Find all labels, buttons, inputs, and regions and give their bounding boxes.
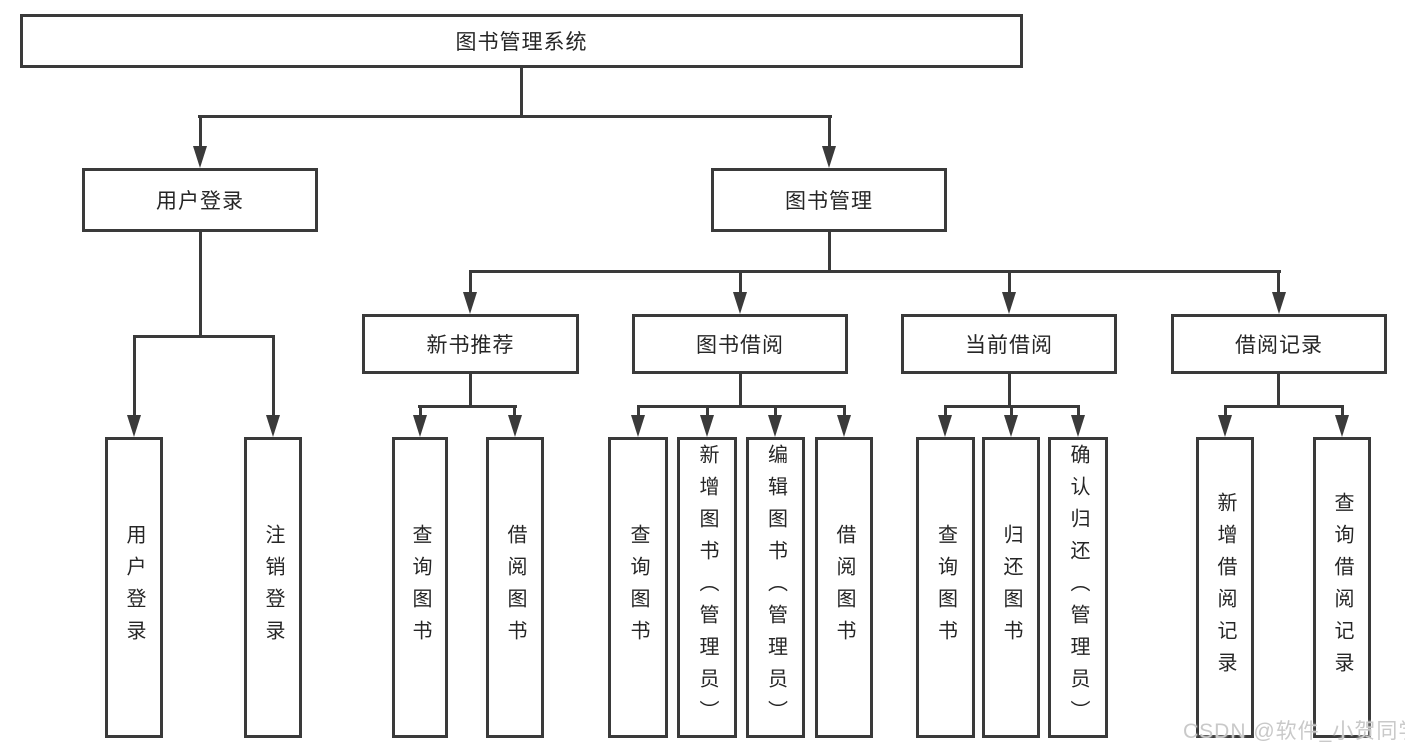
node-borrow-records: 借阅记录 [1171, 314, 1387, 374]
node-br-query-record-label: 查询借阅记录 [1331, 491, 1353, 684]
watermark: CSDN @软件_小贺同学 [1183, 720, 1405, 743]
connector-user-login-stem [199, 232, 202, 338]
node-bb-add-books: 新增图书（管理员） [677, 437, 737, 738]
arrowhead-bb-1-icon [631, 415, 645, 437]
node-bb-query-books: 查询图书 [608, 437, 668, 738]
node-br-add-record-label: 新增借阅记录 [1214, 491, 1236, 684]
connector-borrow-records-hline [1224, 405, 1344, 408]
connector-drop-book-mgmt [828, 115, 831, 147]
node-ul-user-login-label: 用户登录 [123, 523, 145, 652]
node-new-book-rec: 新书推荐 [362, 314, 579, 374]
node-user-login: 用户登录 [82, 168, 318, 232]
connector-current-borrow-stem [1008, 374, 1011, 408]
connector-drop-ul-1 [133, 335, 136, 416]
arrowhead-nbr-2-icon [508, 415, 522, 437]
connector-book-borrow-hline [637, 405, 845, 408]
node-nbr-query-books-label: 查询图书 [409, 523, 431, 652]
node-nbr-borrow-books: 借阅图书 [486, 437, 544, 738]
connector-drop-borrow-records [1277, 270, 1280, 294]
node-nbr-borrow-books-label: 借阅图书 [504, 523, 526, 652]
node-book-mgmt: 图书管理 [711, 168, 947, 232]
connector-drop-cb-3 [1077, 405, 1080, 417]
connector-new-book-hline [418, 405, 517, 408]
connector-drop-br-2 [1341, 405, 1344, 417]
arrowhead-bb-3-icon [768, 415, 782, 437]
arrowhead-ul-2-icon [266, 415, 280, 437]
arrowhead-user-login-icon [193, 146, 207, 168]
node-cb-confirm-return: 确认归还（管理员） [1048, 437, 1108, 738]
connector-drop-bb-2 [706, 405, 709, 417]
node-book-borrow-label: 图书借阅 [696, 334, 784, 357]
connector-drop-bb-1 [637, 405, 640, 417]
node-cb-return-books-label: 归还图书 [1000, 523, 1022, 652]
connector-drop-new-book [469, 270, 472, 294]
node-bb-edit-books: 编辑图书（管理员） [746, 437, 805, 738]
connector-drop-nbr-1 [419, 405, 422, 417]
connector-drop-br-1 [1224, 405, 1227, 417]
connector-user-login-hline [133, 335, 274, 338]
arrowhead-cb-2-icon [1004, 415, 1018, 437]
connector-drop-current-borrow [1008, 270, 1011, 294]
connector-drop-book-borrow [739, 270, 742, 294]
node-ul-user-login: 用户登录 [105, 437, 163, 738]
node-current-borrow: 当前借阅 [901, 314, 1117, 374]
connector-drop-cb-1 [944, 405, 947, 417]
node-bb-edit-books-label: 编辑图书（管理员） [764, 443, 787, 732]
connector-borrow-records-stem [1277, 374, 1280, 408]
connector-level2-hline [198, 115, 832, 118]
connector-level3-hline [469, 270, 1281, 273]
node-book-mgmt-label: 图书管理 [785, 190, 873, 213]
arrowhead-br-2-icon [1335, 415, 1349, 437]
arrowhead-cb-1-icon [938, 415, 952, 437]
node-ul-logout: 注销登录 [244, 437, 302, 738]
node-root-label: 图书管理系统 [455, 31, 588, 54]
node-bb-borrow-books-label: 借阅图书 [833, 523, 855, 652]
connector-new-book-stem [469, 374, 472, 408]
connector-drop-ul-2 [272, 335, 275, 416]
connector-root-stem [520, 68, 523, 118]
arrowhead-borrow-records-icon [1272, 292, 1286, 314]
node-borrow-records-label: 借阅记录 [1235, 334, 1323, 357]
node-bb-add-books-label: 新增图书（管理员） [696, 443, 718, 732]
arrowhead-bb-4-icon [837, 415, 851, 437]
node-cb-query-books: 查询图书 [916, 437, 975, 738]
connector-drop-bb-3 [774, 405, 777, 417]
arrowhead-br-1-icon [1218, 415, 1232, 437]
node-root: 图书管理系统 [20, 14, 1023, 68]
connector-book-borrow-stem [739, 374, 742, 408]
connector-drop-nbr-2 [513, 405, 516, 417]
arrowhead-new-book-icon [463, 292, 477, 314]
connector-book-mgmt-stem [828, 232, 831, 273]
node-ul-logout-label: 注销登录 [262, 523, 284, 652]
node-cb-return-books: 归还图书 [982, 437, 1040, 738]
node-user-login-label: 用户登录 [156, 190, 244, 213]
node-br-query-record: 查询借阅记录 [1313, 437, 1371, 738]
node-nbr-query-books: 查询图书 [392, 437, 448, 738]
node-br-add-record: 新增借阅记录 [1196, 437, 1254, 738]
node-new-book-rec-label: 新书推荐 [426, 334, 515, 357]
arrowhead-current-borrow-icon [1002, 292, 1016, 314]
node-bb-borrow-books: 借阅图书 [815, 437, 873, 738]
arrowhead-bb-2-icon [700, 415, 714, 437]
node-book-borrow: 图书借阅 [632, 314, 848, 374]
node-cb-confirm-return-label: 确认归还（管理员） [1067, 443, 1089, 732]
node-current-borrow-label: 当前借阅 [965, 334, 1053, 357]
arrowhead-ul-1-icon [127, 415, 141, 437]
arrowhead-book-mgmt-icon [822, 146, 836, 168]
node-bb-query-books-label: 查询图书 [627, 523, 649, 652]
node-cb-query-books-label: 查询图书 [934, 523, 957, 652]
arrowhead-book-borrow-icon [733, 292, 747, 314]
arrowhead-cb-3-icon [1071, 415, 1085, 437]
connector-drop-cb-2 [1010, 405, 1013, 417]
arrowhead-nbr-1-icon [413, 415, 427, 437]
connector-drop-bb-4 [843, 405, 846, 417]
connector-drop-user-login [199, 115, 202, 147]
